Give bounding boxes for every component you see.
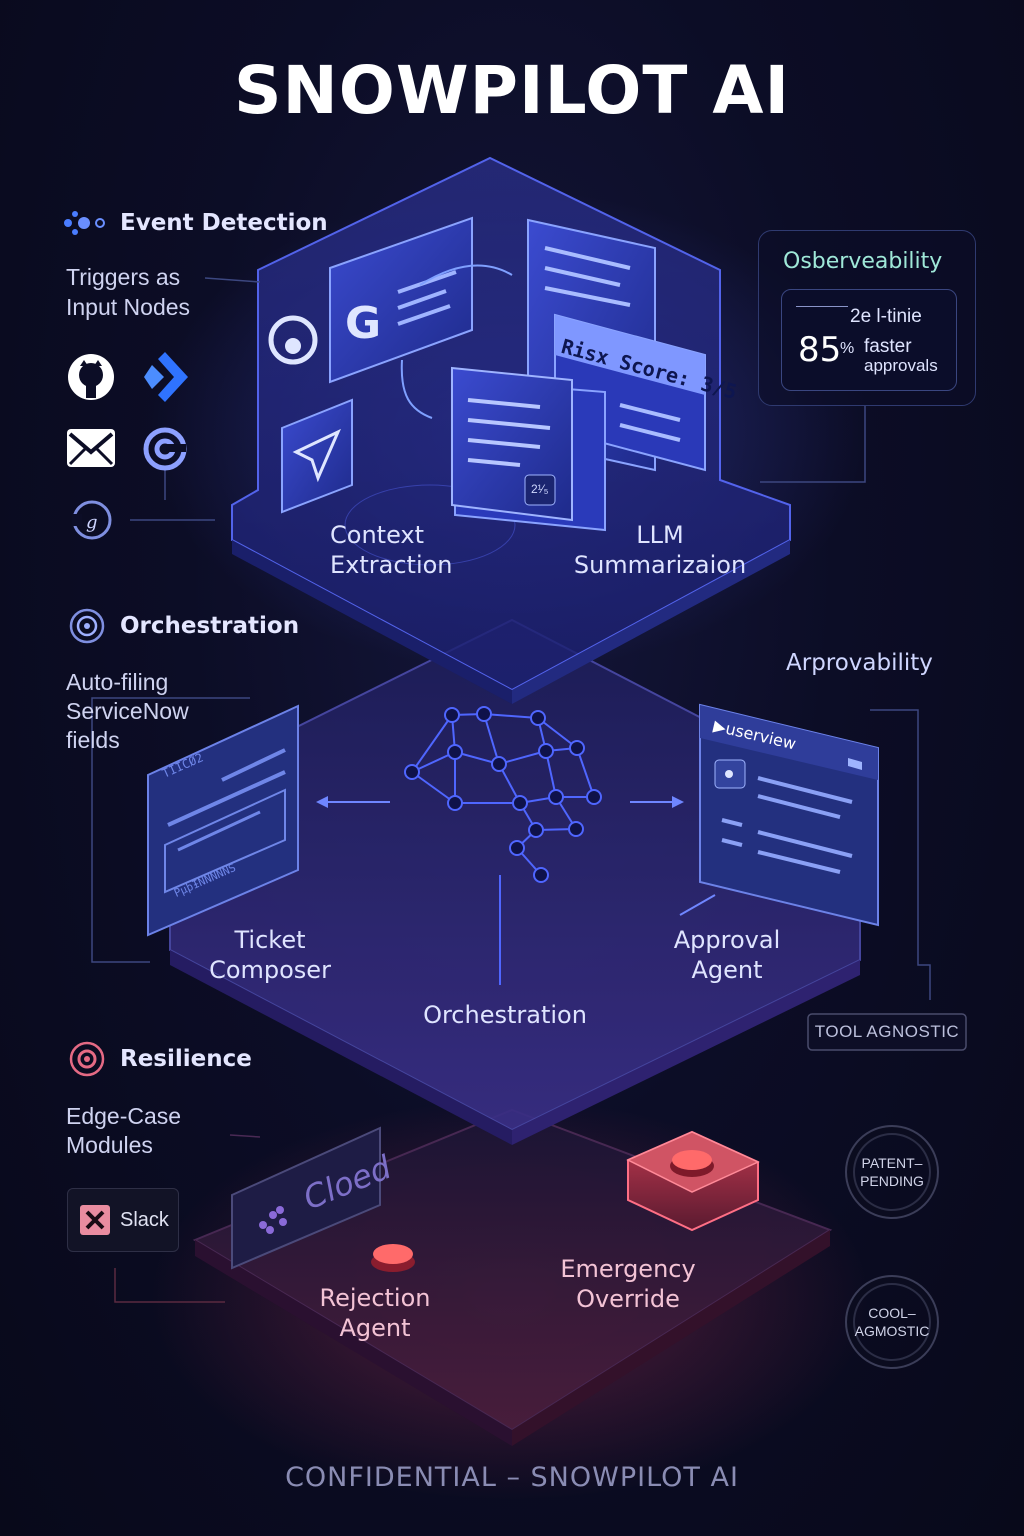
resilience-header: Resilience: [68, 1040, 252, 1078]
event-detection-subtitle: Triggers as Input Nodes: [66, 262, 190, 322]
emergency-line2: Override: [576, 1285, 680, 1313]
resilience-subtitle: Edge-Case Modules: [66, 1102, 181, 1160]
orchestration-subtitle-line2: ServiceNow: [66, 698, 189, 724]
resilience-heading: Resilience: [120, 1046, 252, 1072]
sync-icon: g: [70, 498, 114, 542]
orchestration-subtitle-line3: fields: [66, 727, 120, 753]
metric-percent-sign: %: [840, 340, 855, 357]
rejection-line1: Rejection: [319, 1284, 431, 1312]
cool-line2: AGMOSTIC: [854, 1323, 930, 1339]
metric-line2: faster: [864, 336, 912, 357]
approval-agent-label: Approval Agent: [652, 925, 802, 985]
emergency-button-icon: [626, 1130, 760, 1232]
ticket-line2: Composer: [209, 956, 331, 984]
slack-chip: Slack: [67, 1188, 179, 1252]
resilience-subtitle-line2: Modules: [66, 1132, 153, 1158]
patent-pending-badge: PATENT– PENDING: [845, 1125, 939, 1219]
at-icon: [142, 426, 188, 472]
context-extraction-label: Context Extraction: [330, 520, 453, 580]
orchestration-layer: [169, 618, 861, 1145]
cloed-card: [231, 1126, 381, 1270]
report-badge: 2¹⁄₅: [531, 482, 549, 496]
observability-title: Osberveability: [783, 249, 943, 274]
resilience-subtitle-line1: Edge-Case: [66, 1103, 182, 1129]
jira-icon: [140, 350, 190, 404]
cool-line1: COOL–: [868, 1305, 916, 1321]
footer-confidential: CONFIDENTIAL – SNOWPILOT AI: [285, 1462, 739, 1493]
ticket-line1: Ticket: [234, 926, 306, 954]
context-line2: Extraction: [330, 551, 453, 579]
context-line1: Context: [330, 521, 425, 549]
orchestration-heading: Orchestration: [120, 613, 300, 639]
event-detection-subtitle-line1: Triggers as: [66, 264, 181, 290]
llm-summarization-label: LLM Summarizaion: [560, 520, 760, 580]
orchestration-stage-label: Orchestration: [423, 1001, 587, 1029]
github-icon: [268, 315, 318, 365]
page-title: SNOWPILOT AI: [233, 52, 791, 129]
event-detection-header: Event Detection: [62, 208, 328, 238]
cool-agnostic-badge: COOL– AGMOSTIC: [845, 1275, 939, 1369]
observability-metric-box: 2e l-tinie 85 % faster approvals: [781, 289, 957, 391]
github-icon: [66, 352, 116, 402]
rejection-line2: Agent: [339, 1314, 411, 1342]
ticket-composer-label: Ticket Composer: [195, 925, 345, 985]
emergency-line1: Emergency: [560, 1255, 696, 1283]
orchestration-header: Orchestration: [68, 607, 299, 645]
resilience-target-icon: [69, 1041, 105, 1077]
emergency-override-label: Emergency Override: [543, 1254, 713, 1314]
event-detection-heading: Event Detection: [120, 210, 328, 236]
svg-text:G: G: [345, 298, 381, 349]
event-detection-subtitle-line2: Input Nodes: [66, 294, 191, 320]
rejection-button-icon: [371, 1244, 415, 1272]
mail-icon: [66, 428, 116, 468]
arrow-left: [316, 796, 390, 808]
svg-text:g: g: [86, 512, 98, 533]
approval-line1: Approval: [673, 926, 781, 954]
approvability-label: Arprovability: [786, 650, 933, 676]
rejection-agent-label: Rejection Agent: [300, 1283, 450, 1343]
slack-x-icon: [80, 1205, 110, 1235]
orchestration-subtitle: Auto-filing ServiceNow fields: [66, 668, 189, 755]
tool-agnostic-badge: TOOL AGNOSTIC: [814, 1022, 960, 1041]
brain-network-icon: [404, 706, 602, 883]
orchestration-subtitle-line1: Auto-filing: [66, 669, 169, 695]
arrow-right: [630, 796, 684, 808]
send-card: [281, 398, 353, 514]
userview-card: [699, 703, 879, 927]
llm-line2: Summarizaion: [573, 551, 747, 579]
metric-line3: approvals: [864, 356, 938, 375]
slack-label: Slack: [120, 1208, 169, 1231]
approval-line2: Agent: [691, 956, 763, 984]
report-card: [451, 366, 606, 532]
observability-panel: Osberveability 2e l-tinie 85 % faster ap…: [758, 230, 976, 406]
nodes-icon: [64, 211, 105, 235]
ticket-card: [147, 704, 299, 937]
target-icon: [69, 608, 105, 644]
patent-line2: PENDING: [860, 1173, 924, 1189]
llm-line1: LLM: [636, 521, 684, 549]
metric-percent: 85: [798, 330, 842, 370]
patent-line1: PATENT–: [861, 1155, 923, 1171]
metric-rule: [796, 306, 848, 307]
metric-line1: 2e l-tinie: [850, 306, 922, 327]
google-card: G: [329, 216, 473, 384]
